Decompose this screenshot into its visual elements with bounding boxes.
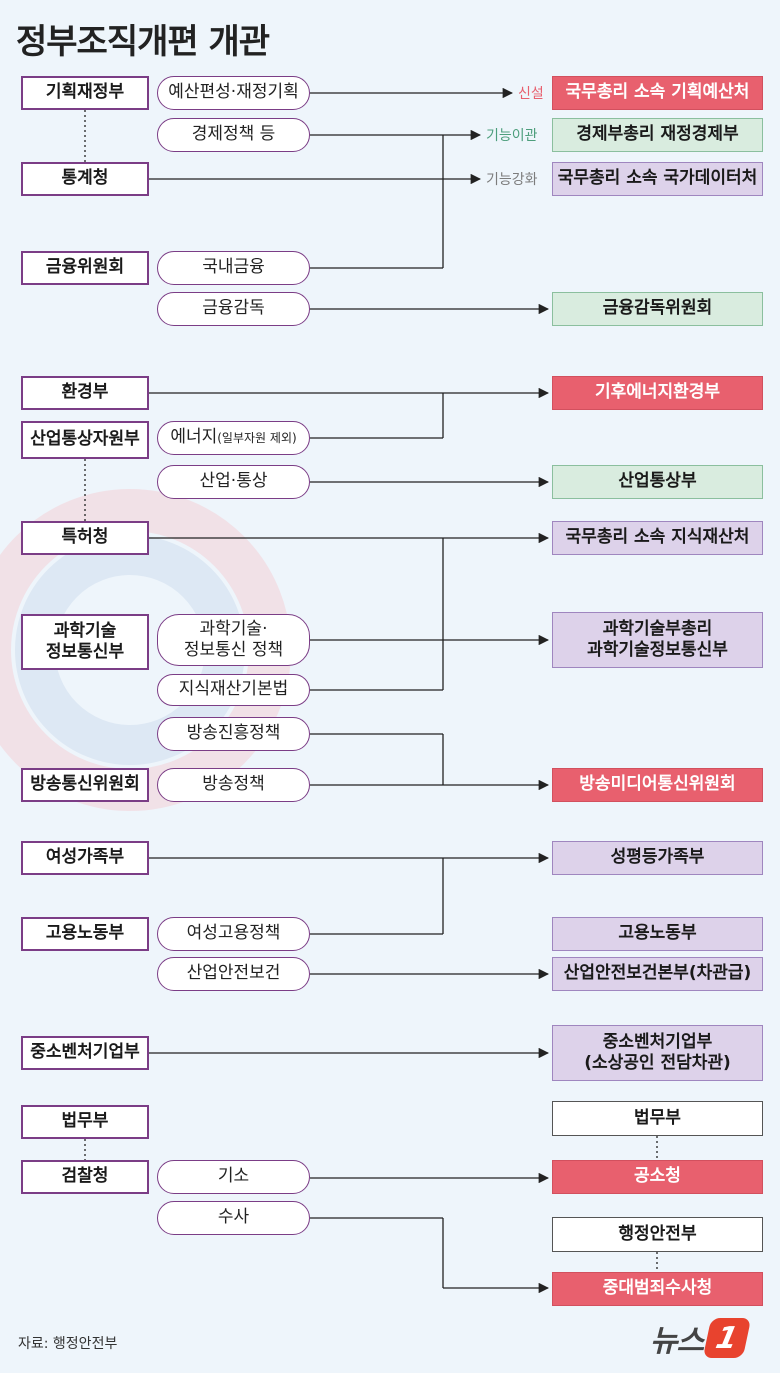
function-ip-basic-act: 지식재산기본법 xyxy=(157,674,310,706)
org-kipo: 특허청 xyxy=(21,521,149,555)
function-energy: 에너지(일부자원 제외) xyxy=(157,421,310,455)
result-finance-economy: 경제부총리 재정경제부 xyxy=(552,118,763,152)
org-moel: 고용노동부 xyxy=(21,917,149,951)
function-broadcast-policy: 방송정책 xyxy=(157,768,310,802)
function-budget: 예산편성·재정기획 xyxy=(157,76,310,110)
function-energy-label: 에너지 xyxy=(170,427,218,448)
org-moef: 기획재정부 xyxy=(21,76,149,110)
org-moj: 법무부 xyxy=(21,1105,149,1139)
logo-text: 뉴스 xyxy=(650,1324,704,1359)
org-fsc: 금융위원회 xyxy=(21,251,149,285)
org-kostat: 통계청 xyxy=(21,162,149,196)
result-budget-office: 국무총리 소속 기획예산처 xyxy=(552,76,763,110)
result-ip-office: 국무총리 소속 지식재산처 xyxy=(552,521,763,555)
result-safety-hq: 산업안전보건본부(차관급) xyxy=(552,957,763,991)
org-msit: 과학기술 정보통신부 xyxy=(21,614,149,670)
result-climate-energy-env: 기후에너지환경부 xyxy=(552,376,763,410)
result-indictment-agency: 공소청 xyxy=(552,1160,763,1194)
news1-logo: 뉴스 1 xyxy=(650,1316,765,1360)
result-industry-trade: 산업통상부 xyxy=(552,465,763,499)
result-serious-crimes: 중대범죄수사청 xyxy=(552,1272,763,1306)
result-media-committee: 방송미디어통신위원회 xyxy=(552,768,763,802)
function-women-employment: 여성고용정책 xyxy=(157,917,310,951)
function-sci-ict-policy: 과학기술· 정보통신 정책 xyxy=(157,614,310,666)
tag-new: 신설 xyxy=(518,86,544,102)
result-science-min: 과학기술부총리 과학기술정보통신부 xyxy=(552,612,763,668)
page-title: 정부조직개편 개관 xyxy=(16,22,270,62)
function-domestic-finance: 국내금융 xyxy=(157,251,310,285)
result-mois: 행정안전부 xyxy=(552,1217,763,1252)
function-broadcast-promotion: 방송진흥정책 xyxy=(157,717,310,751)
org-kcc: 방송통신위원회 xyxy=(21,768,149,802)
org-motie: 산업통상자원부 xyxy=(21,421,149,459)
result-data-office: 국무총리 소속 국가데이터처 xyxy=(552,162,763,196)
result-labor-min: 고용노동부 xyxy=(552,917,763,951)
tag-transfer: 기능이관 xyxy=(486,128,538,144)
function-industry-trade: 산업·통상 xyxy=(157,465,310,499)
source-note: 자료: 행정안전부 xyxy=(18,1336,118,1352)
function-prosecution: 기소 xyxy=(157,1160,310,1194)
org-spo: 검찰청 xyxy=(21,1160,149,1194)
function-energy-note: (일부자원 제외) xyxy=(217,430,297,445)
org-mss: 중소벤처기업부 xyxy=(21,1036,149,1070)
org-mogef: 여성가족부 xyxy=(21,841,149,875)
function-economic-policy: 경제정책 등 xyxy=(157,118,310,152)
function-financial-supervision: 금융감독 xyxy=(157,292,310,326)
result-gender-equality: 성평등가족부 xyxy=(552,841,763,875)
logo-mark-icon: 1 xyxy=(702,1318,752,1358)
function-industrial-safety: 산업안전보건 xyxy=(157,957,310,991)
result-moj: 법무부 xyxy=(552,1101,763,1136)
function-investigation: 수사 xyxy=(157,1201,310,1235)
result-sme-min: 중소벤처기업부 (소상공인 전담차관) xyxy=(552,1025,763,1081)
result-fss-committee: 금융감독위원회 xyxy=(552,292,763,326)
org-moe: 환경부 xyxy=(21,376,149,410)
tag-strengthen: 기능강화 xyxy=(486,172,538,188)
